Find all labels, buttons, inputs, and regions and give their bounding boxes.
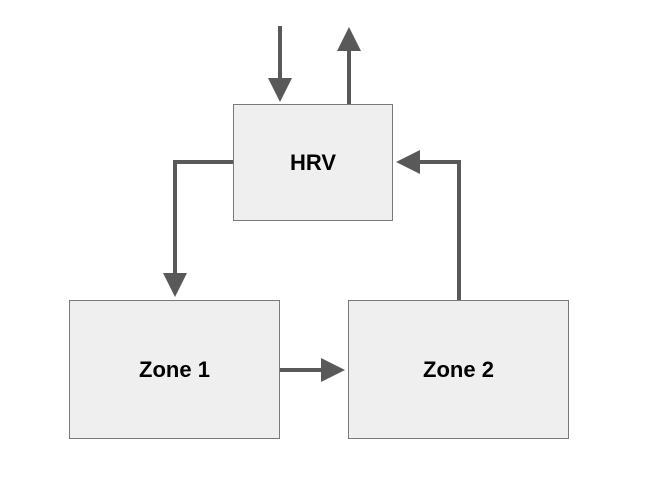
arrow-hrv-to-zone1 <box>163 160 233 297</box>
hrv-box: HRV <box>233 104 393 221</box>
zone-1-label: Zone 1 <box>139 356 210 382</box>
zone-1-box: Zone 1 <box>69 300 280 439</box>
zone-2-box: Zone 2 <box>348 300 569 439</box>
arrow-zone2-to-hrv <box>396 150 461 300</box>
hrv-label: HRV <box>289 149 337 175</box>
zone-2-label: Zone 2 <box>423 356 494 382</box>
